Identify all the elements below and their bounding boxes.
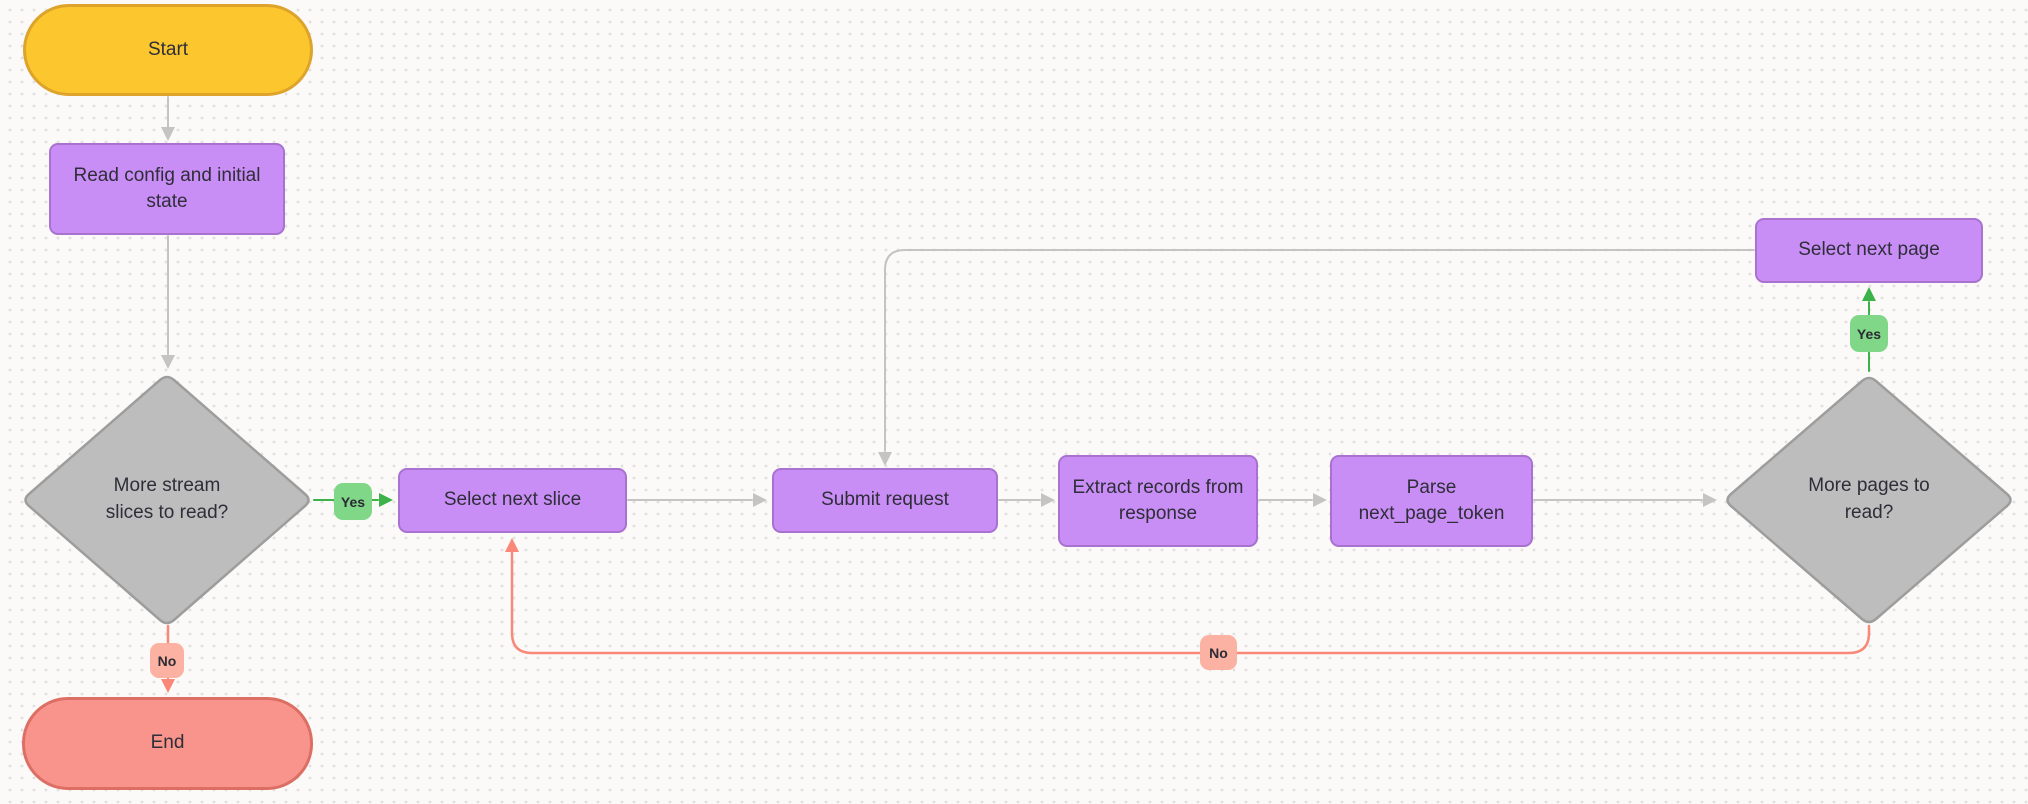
node-select-next-page-label: Select next page	[1798, 239, 1940, 261]
node-extract-records-label: Extract records from response	[1072, 476, 1244, 524]
arrowhead-yes-select-page	[1862, 287, 1876, 301]
node-read-config: Read config and initial state	[49, 143, 285, 235]
arrowhead-no-end	[161, 679, 175, 693]
edge-select-page-to-submit	[884, 249, 1755, 452]
arrowhead-to-parse	[1313, 493, 1327, 507]
arrowhead-yes-select-slice	[379, 493, 393, 507]
arrowhead-to-more-slices	[161, 355, 175, 369]
edge-label-no-pages: No	[1200, 635, 1237, 670]
arrowhead-to-extract	[1041, 493, 1055, 507]
edge-label-no-slices-text: No	[157, 652, 177, 669]
node-more-slices-label: More stream slices to read?	[105, 475, 229, 523]
node-start: Start	[23, 4, 313, 96]
node-start-label: Start	[147, 38, 189, 60]
node-extract-records: Extract records from response	[1058, 455, 1258, 547]
node-submit-request: Submit request	[772, 468, 998, 533]
node-parse-token: Parse next_page_token	[1330, 455, 1533, 547]
node-select-next-page: Select next page	[1755, 218, 1983, 283]
node-more-pages: More pages to read?	[1721, 372, 2017, 628]
edge-label-yes-slices-text: Yes	[340, 493, 366, 510]
node-more-slices: More stream slices to read?	[19, 371, 315, 629]
node-parse-token-label: Parse next_page_token	[1358, 476, 1505, 524]
arrowhead-no-select-slice	[505, 538, 519, 552]
node-submit-request-label: Submit request	[821, 489, 949, 511]
edge-no-loop-to-select-slice	[510, 551, 1871, 655]
node-more-pages-label: More pages to read?	[1808, 475, 1930, 523]
node-end: End	[22, 697, 313, 790]
arrowhead-loop-to-submit	[878, 452, 892, 466]
arrowhead-to-read-config	[161, 127, 175, 141]
node-select-next-slice: Select next slice	[398, 468, 627, 533]
node-select-next-slice-label: Select next slice	[443, 489, 582, 511]
edge-label-no-pages-text: No	[1209, 644, 1228, 661]
edge-label-yes-slices: Yes	[334, 483, 372, 520]
diamond-shape	[1726, 376, 2012, 624]
node-read-config-label: Read config and initial state	[73, 164, 261, 212]
edge-label-yes-pages: Yes	[1850, 315, 1888, 352]
edge-label-yes-pages-text: Yes	[1856, 325, 1882, 342]
arrowhead-to-more-pages	[1703, 493, 1717, 507]
arrowhead-to-submit	[753, 493, 767, 507]
diamond-shape	[24, 375, 310, 625]
edge-label-no-slices: No	[150, 643, 184, 678]
node-end-label: End	[150, 732, 185, 754]
